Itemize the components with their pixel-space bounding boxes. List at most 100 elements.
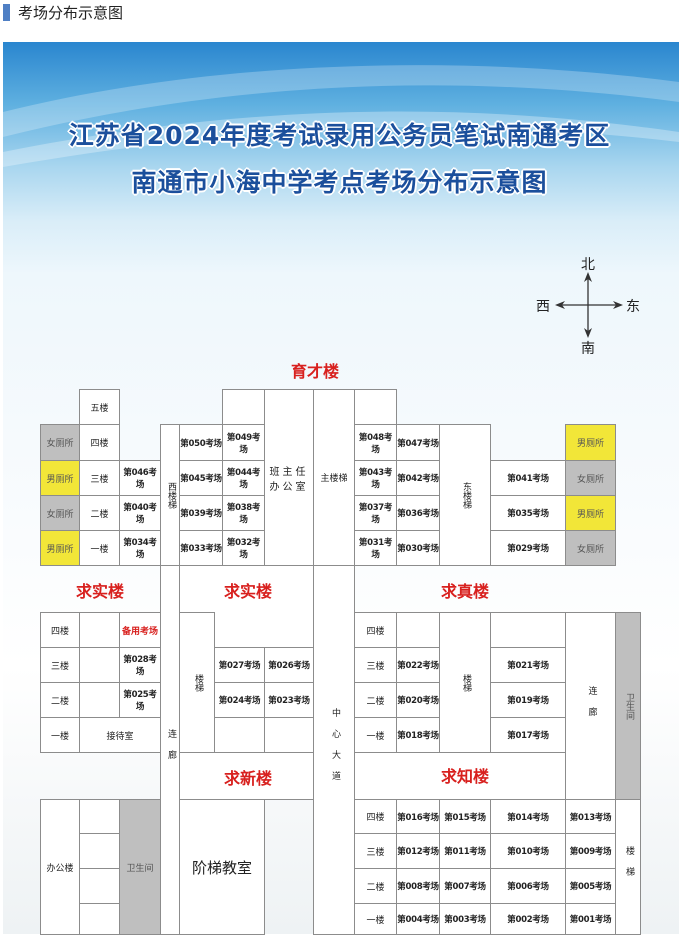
exam-room-011-label: 第011考场 — [444, 847, 486, 857]
exam-room-045-label: 第045考场 — [180, 474, 222, 484]
exam-room-015: 第015考场 — [439, 799, 491, 834]
restroom: 卫生间 — [615, 612, 641, 801]
floor-label-label: 四楼 — [366, 813, 385, 823]
floor-label: 一楼 — [354, 903, 397, 935]
exam-room-027-label: 第027考场 — [218, 661, 261, 671]
exam-room-013: 第013考场 — [565, 799, 616, 834]
restroom-west-label: 男厕所 — [46, 474, 74, 485]
exam-room-018-label: 第018考场 — [397, 731, 439, 741]
exam-room-004-label: 第004考场 — [397, 915, 439, 925]
floor-label-label: 一楼 — [366, 731, 385, 742]
floor-label: 四楼 — [40, 612, 80, 648]
exam-room-034-label: 第034考场 — [123, 538, 157, 560]
building-name-qiushi-east: 求实楼 — [223, 582, 273, 601]
exam-room-002-label: 第002考场 — [507, 915, 549, 925]
exam-room-034: 第034考场 — [119, 530, 161, 566]
floor-label-label: 二楼 — [90, 509, 109, 520]
exam-room-016: 第016考场 — [396, 799, 440, 834]
exam-room-044: 第044考场 — [222, 460, 265, 496]
building-name-qiuxin: 求新楼 — [223, 769, 273, 788]
floor-label: 二楼 — [354, 682, 397, 718]
blank-room — [264, 717, 314, 753]
restroom-west-label: 女厕所 — [46, 439, 74, 449]
restroom-east-label: 女厕所 — [576, 544, 604, 555]
east-stair-label: 东楼梯 — [460, 481, 471, 509]
exam-room-039: 第039考场 — [179, 495, 223, 531]
exam-room-024-label: 第024考场 — [218, 696, 261, 706]
exam-room-020: 第020考场 — [396, 682, 440, 718]
exam-room-030-label: 第030考场 — [397, 544, 439, 554]
building-name-yucai: 育才楼 — [290, 362, 340, 381]
header-accent-bar — [3, 4, 10, 21]
exam-room-043: 第043考场 — [354, 460, 397, 496]
central-avenue-label: 中心大道 — [329, 708, 340, 792]
exam-room-031: 第031考场 — [354, 530, 397, 566]
floor-label-label: 二楼 — [366, 696, 385, 707]
blank-room — [79, 833, 120, 869]
exam-room-036: 第036考场 — [396, 495, 440, 531]
building-name-qiushi-west: 求实楼 — [75, 582, 125, 601]
exam-room-001-label: 第001考场 — [569, 915, 612, 925]
exam-room-029-label: 第029考场 — [507, 544, 549, 554]
exam-room-049-label: 第049考场 — [226, 432, 261, 455]
exam-room-046-label: 第046考场 — [123, 468, 157, 490]
office-building-label: 办公楼 — [46, 863, 74, 874]
exam-room-006-label: 第006考场 — [507, 882, 549, 892]
restroom-label: 卫生间 — [623, 693, 634, 720]
blank-room — [222, 389, 265, 425]
exam-room-005-label: 第005考场 — [569, 882, 612, 892]
office-label: 办公室 — [269, 481, 309, 493]
compass-north: 北 — [581, 257, 595, 273]
blank-room — [354, 389, 397, 425]
exam-room-047-label: 第047考场 — [397, 438, 439, 449]
building-name-qiuzhi: 求知楼 — [440, 767, 490, 786]
exam-room-024: 第024考场 — [214, 682, 265, 718]
exam-room-026-label: 第026考场 — [268, 661, 310, 671]
exam-room-025-label: 第025考场 — [123, 690, 157, 712]
corridor-label: 连廊 — [586, 685, 597, 728]
floor-label-label: 一楼 — [366, 915, 385, 926]
office-building: 办公楼 — [40, 799, 80, 935]
exam-room-017-label: 第017考场 — [507, 731, 549, 741]
exam-room-012: 第012考场 — [396, 833, 440, 869]
stair: 楼梯 — [615, 799, 641, 935]
head-teacher-office: 班主任办公室 — [264, 389, 314, 566]
exam-room-042: 第042考场 — [396, 460, 440, 496]
reception-room: 接待室 — [79, 717, 161, 753]
floor-label-label: 三楼 — [366, 847, 385, 858]
floor-label: 三楼 — [354, 833, 397, 869]
banner-swoosh-decoration — [3, 65, 679, 167]
restroom-west: 男厕所 — [40, 460, 80, 496]
exam-room-022-label: 第022考场 — [397, 661, 439, 671]
exam-room-023-label: 第023考场 — [268, 696, 310, 706]
map-title-line2: 南通市小海中学考点考场分布示意图 — [131, 168, 548, 197]
exam-room-018: 第018考场 — [396, 717, 440, 753]
exam-room-044-label: 第044考场 — [226, 468, 261, 490]
exam-room-015-label: 第015考场 — [444, 812, 486, 823]
floor-label-label: 一楼 — [90, 544, 109, 555]
floor-label-label: 四楼 — [366, 626, 385, 637]
exam-room-009: 第009考场 — [565, 833, 616, 869]
floor-label-label: 一楼 — [50, 731, 69, 742]
reserve-exam-room-label: 备用考场 — [121, 626, 158, 637]
exam-room-042-label: 第042考场 — [397, 474, 439, 484]
floor-label-label: 二楼 — [50, 696, 69, 707]
floor-label-label: 三楼 — [50, 661, 69, 672]
west-corridor-label: 连廊 — [165, 729, 176, 771]
floor-label: 三楼 — [40, 647, 80, 683]
exam-room-016-label: 第016考场 — [397, 812, 439, 823]
floor-label-label: 五楼 — [90, 403, 109, 414]
exam-room-040: 第040考场 — [119, 495, 161, 531]
exam-room-048-label: 第048考场 — [358, 432, 393, 455]
exam-room-033: 第033考场 — [179, 530, 223, 566]
office-label: 班主任 — [269, 466, 309, 478]
exam-room-035-label: 第035考场 — [507, 509, 549, 519]
restroom-west-label: 女厕所 — [46, 509, 74, 520]
exam-room-021-label: 第021考场 — [507, 661, 549, 671]
floor-label: 四楼 — [79, 424, 120, 461]
west-stair: 西楼梯 — [160, 424, 180, 566]
floor-label: 一楼 — [79, 530, 120, 566]
exam-room-050: 第050考场 — [179, 424, 223, 461]
exam-room-049: 第049考场 — [222, 424, 265, 461]
exam-room-041: 第041考场 — [490, 460, 566, 496]
